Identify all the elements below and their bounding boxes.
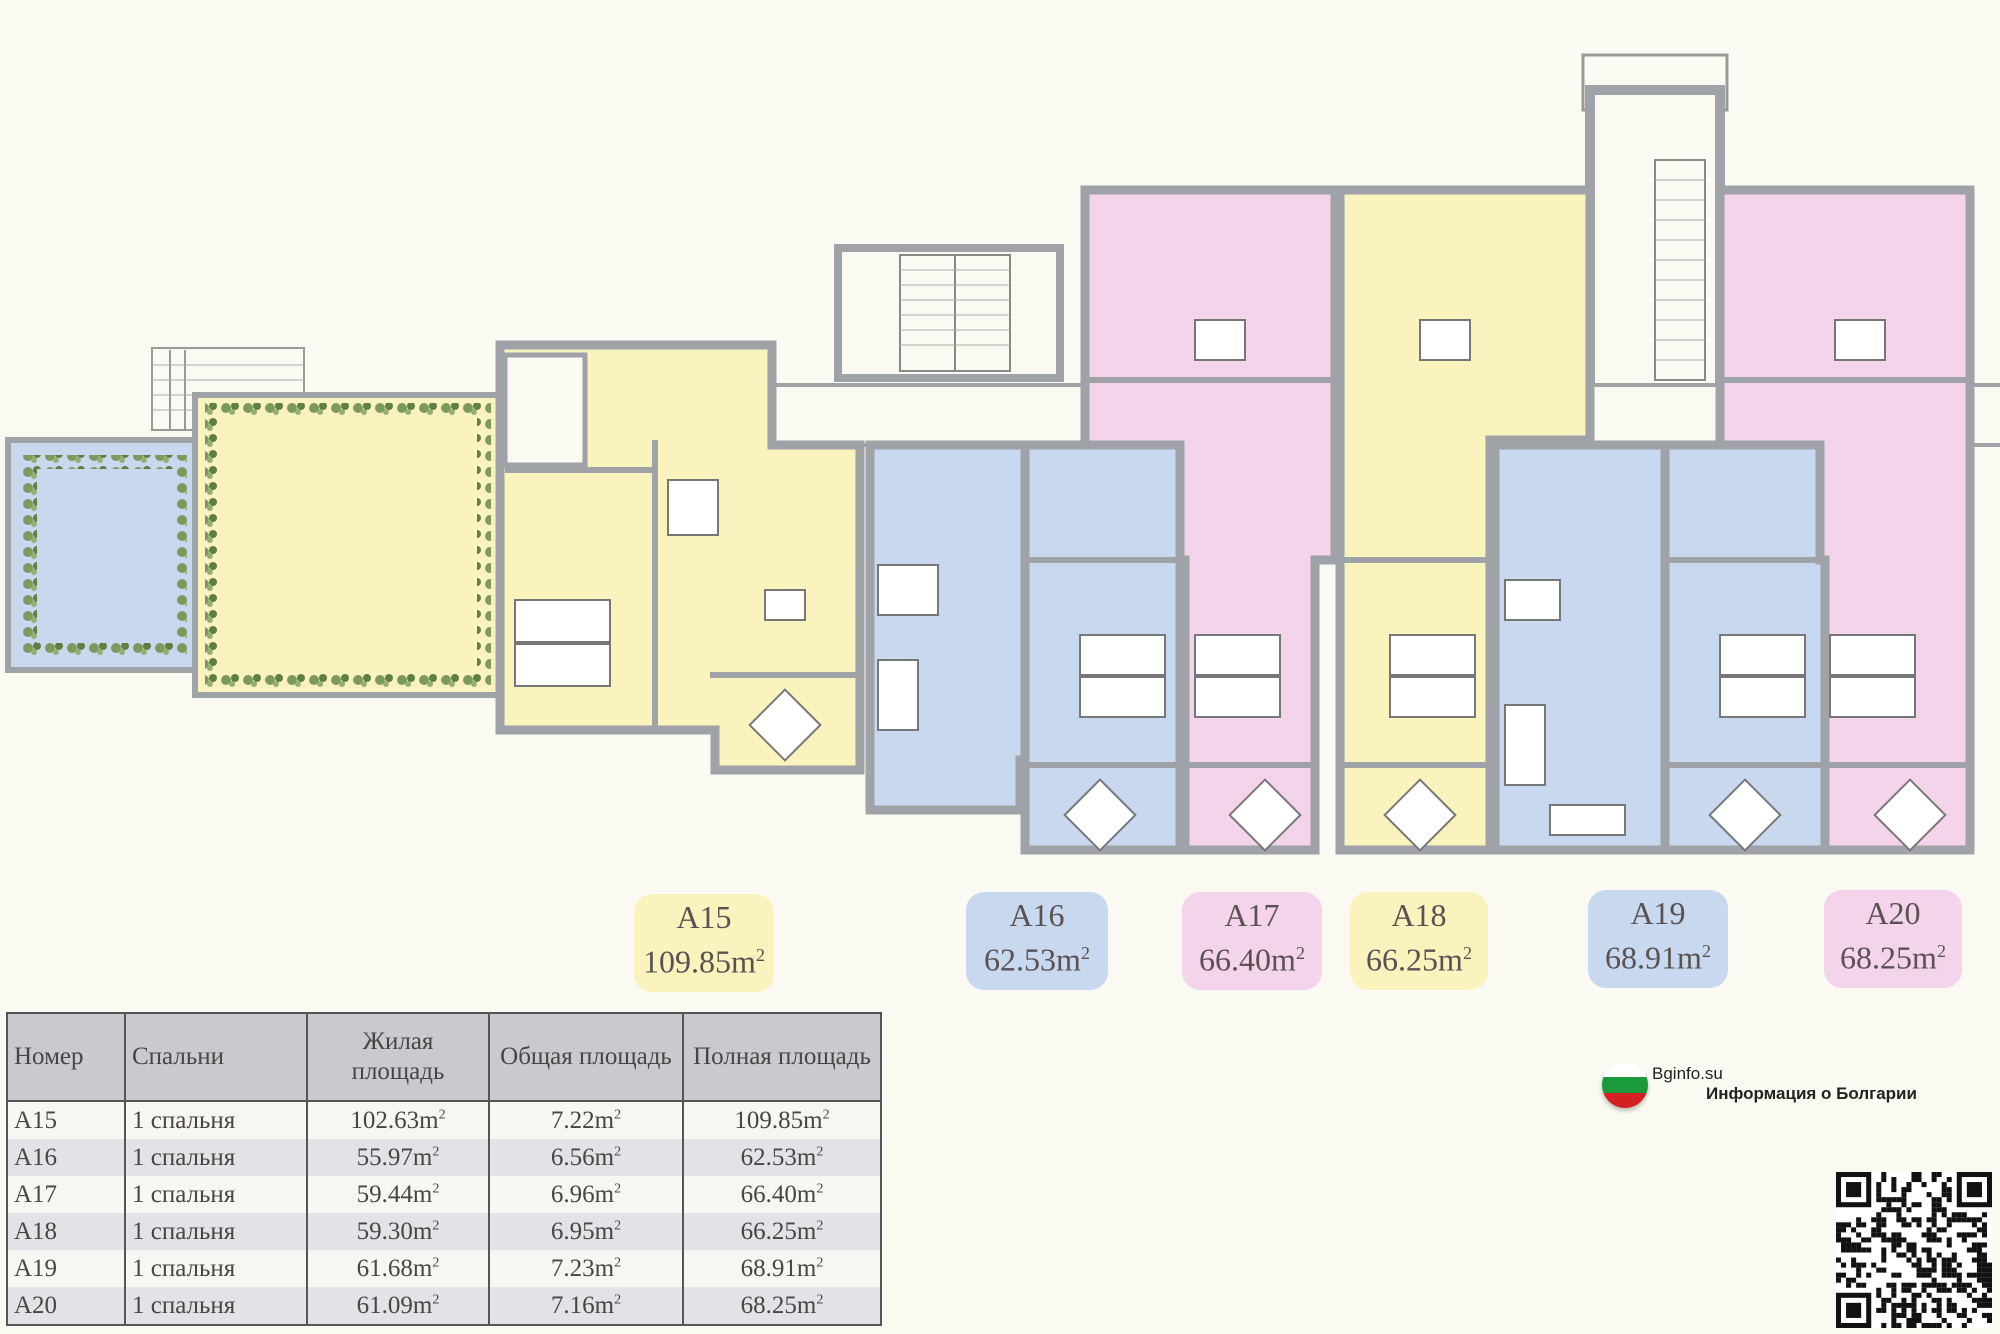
pool-terrace xyxy=(5,392,503,698)
unit-area: 109.85m xyxy=(643,943,756,980)
bulgaria-flag-icon xyxy=(1602,1062,1648,1108)
cell-number: A16 xyxy=(6,1139,126,1176)
cell-number: A15 xyxy=(6,1101,126,1139)
cell-living: 61.09m2 xyxy=(306,1287,490,1326)
unit-area: 66.25m xyxy=(1366,941,1463,978)
cell-number: A20 xyxy=(6,1287,126,1326)
unit-number: A15 xyxy=(676,899,732,935)
cell-total: 66.25m2 xyxy=(682,1213,882,1250)
cell-common: 7.16m2 xyxy=(488,1287,684,1326)
unit-area: 66.40m xyxy=(1199,941,1296,978)
unit-badge-a18: A18 66.25m2 xyxy=(1350,892,1488,990)
qr-code-icon xyxy=(1836,1172,1992,1328)
col-header-bedrooms: Спальни xyxy=(124,1012,308,1102)
cell-number: A17 xyxy=(6,1176,126,1213)
cell-bedrooms: 1 спальня xyxy=(124,1213,308,1250)
apartment-a16-bedroom xyxy=(1020,440,1185,855)
cell-total: 66.40m2 xyxy=(682,1176,882,1213)
unit-area: 68.25m xyxy=(1840,939,1937,976)
floor-plan xyxy=(5,53,2000,855)
cell-living: 59.30m2 xyxy=(306,1213,490,1250)
table-row: A15 1 спальня 102.63m2 7.22m2 109.85m2 xyxy=(6,1101,882,1139)
right-staircase xyxy=(1581,53,1729,395)
unit-badge-a15: A15 109.85m2 xyxy=(634,894,774,992)
cell-number: A18 xyxy=(6,1213,126,1250)
cell-common: 6.56m2 xyxy=(488,1139,684,1176)
table-header-row: Номер Спальни Жилая площадь Общая площад… xyxy=(6,1012,882,1102)
cell-living: 102.63m2 xyxy=(306,1101,490,1139)
apartment-a17 xyxy=(1080,185,1340,855)
col-header-common-area: Общая площадь xyxy=(488,1012,684,1102)
central-staircase xyxy=(834,244,1064,382)
apartment-a19 xyxy=(1490,440,1675,855)
cell-living: 55.97m2 xyxy=(306,1139,490,1176)
unit-area: 62.53m xyxy=(984,941,1081,978)
unit-number: A20 xyxy=(1865,895,1921,931)
unit-badge-a20: A20 68.25m2 xyxy=(1824,890,1962,988)
cell-living: 59.44m2 xyxy=(306,1176,490,1213)
cell-common: 6.96m2 xyxy=(488,1176,684,1213)
unit-badge-a16: A16 62.53m2 xyxy=(966,892,1108,990)
cell-total: 68.25m2 xyxy=(682,1287,882,1326)
apartment-a19-bedroom xyxy=(1660,440,1830,855)
cell-total: 62.53m2 xyxy=(682,1139,882,1176)
col-header-living-area: Жилая площадь xyxy=(306,1012,490,1102)
apartment-a15 xyxy=(495,340,865,775)
unit-area: 68.91m xyxy=(1605,939,1702,976)
table-row: A16 1 спальня 55.97m2 6.56m2 62.53m2 xyxy=(6,1139,882,1176)
apartment-a18 xyxy=(1335,185,1595,855)
unit-badge-a19: A19 68.91m2 xyxy=(1588,890,1728,988)
table-row: A19 1 спальня 61.68m2 7.23m2 68.91m2 xyxy=(6,1250,882,1287)
cell-total: 68.91m2 xyxy=(682,1250,882,1287)
site-url[interactable]: Bginfo.su xyxy=(1652,1064,1723,1083)
unit-number: A16 xyxy=(1009,897,1065,933)
cell-bedrooms: 1 спальня xyxy=(124,1176,308,1213)
site-tagline: Информация о Болгарии xyxy=(1706,1084,1917,1103)
col-header-total-area: Полная площадь xyxy=(682,1012,882,1102)
unit-number: A17 xyxy=(1224,897,1280,933)
cell-bedrooms: 1 спальня xyxy=(124,1250,308,1287)
cell-bedrooms: 1 спальня xyxy=(124,1139,308,1176)
apartment-a20 xyxy=(1715,185,1975,855)
cell-bedrooms: 1 спальня xyxy=(124,1101,308,1139)
col-header-number: Номер xyxy=(6,1012,126,1102)
cell-total: 109.85m2 xyxy=(682,1101,882,1139)
unit-badge-a17: A17 66.40m2 xyxy=(1182,892,1322,990)
cell-common: 6.95m2 xyxy=(488,1213,684,1250)
unit-number: A18 xyxy=(1391,897,1447,933)
cell-living: 61.68m2 xyxy=(306,1250,490,1287)
cell-number: A19 xyxy=(6,1250,126,1287)
unit-number: A19 xyxy=(1630,895,1686,931)
cell-common: 7.22m2 xyxy=(488,1101,684,1139)
cell-bedrooms: 1 спальня xyxy=(124,1287,308,1326)
site-logo[interactable]: Bginfo.su Информация о Болгарии xyxy=(1600,1062,1980,1122)
table-row: A20 1 спальня 61.09m2 7.16m2 68.25m2 xyxy=(6,1287,882,1326)
table-row: A18 1 спальня 59.30m2 6.95m2 66.25m2 xyxy=(6,1213,882,1250)
cell-common: 7.23m2 xyxy=(488,1250,684,1287)
table-row: A17 1 спальня 59.44m2 6.96m2 66.40m2 xyxy=(6,1176,882,1213)
areas-table: Номер Спальни Жилая площадь Общая площад… xyxy=(6,1012,882,1326)
